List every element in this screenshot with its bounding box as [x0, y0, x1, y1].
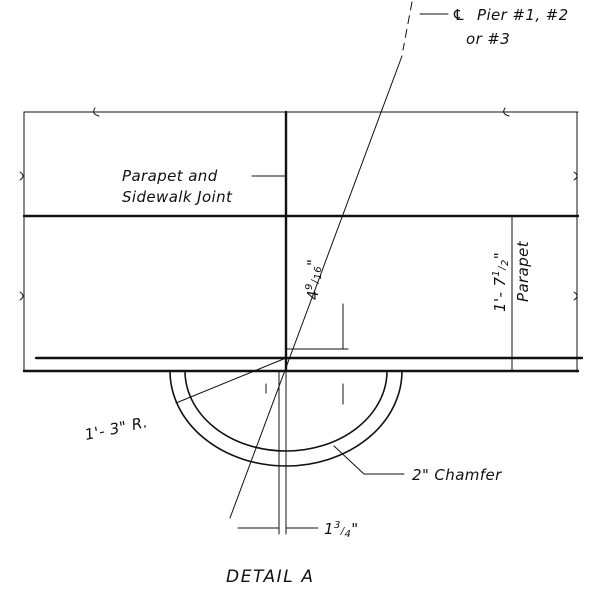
joint-label-line-1: Parapet and — [122, 167, 218, 185]
detail-title: DETAIL A — [226, 567, 315, 587]
outline-lines — [19, 107, 579, 373]
pier-cl-label: ℄ Pier #1, #2 — [452, 6, 569, 24]
chamfer-label: 2" Chamfer — [412, 466, 502, 484]
offset-dim-label: 49/16" — [304, 259, 324, 300]
right-break-mark-lower — [573, 291, 578, 301]
left-break-mark-lower — [19, 291, 24, 301]
top-break-mark-right — [503, 107, 510, 117]
pier-centerline — [229, 55, 403, 519]
parapet-word-label: Parapet — [514, 240, 532, 302]
left-break-mark — [19, 171, 24, 181]
parapet-dim-label: 1'- 71/2" — [491, 252, 511, 312]
right-break-mark — [573, 171, 578, 181]
radius-label: 1'- 3" R. — [83, 413, 149, 444]
radius-leader — [175, 357, 287, 404]
joint-label-line-2: Sidewalk Joint — [122, 188, 233, 206]
svg-text:49/16": 49/16" — [304, 259, 324, 300]
svg-text:1'- 3" R.: 1'- 3" R. — [83, 413, 149, 444]
pier-centerline-dashed — [402, 1, 413, 51]
chamfer-leader — [333, 445, 405, 475]
pier-line-1: Pier #1, #2 — [477, 6, 569, 24]
pier-line-2: or #3 — [466, 30, 510, 48]
svg-text:Parapet: Parapet — [514, 240, 532, 302]
svg-text:1'- 71/2": 1'- 71/2" — [491, 252, 511, 312]
top-break-mark — [93, 107, 100, 117]
bottom-dim-label: 13/4" — [324, 520, 359, 540]
centerline-symbol: ℄ — [452, 6, 466, 24]
